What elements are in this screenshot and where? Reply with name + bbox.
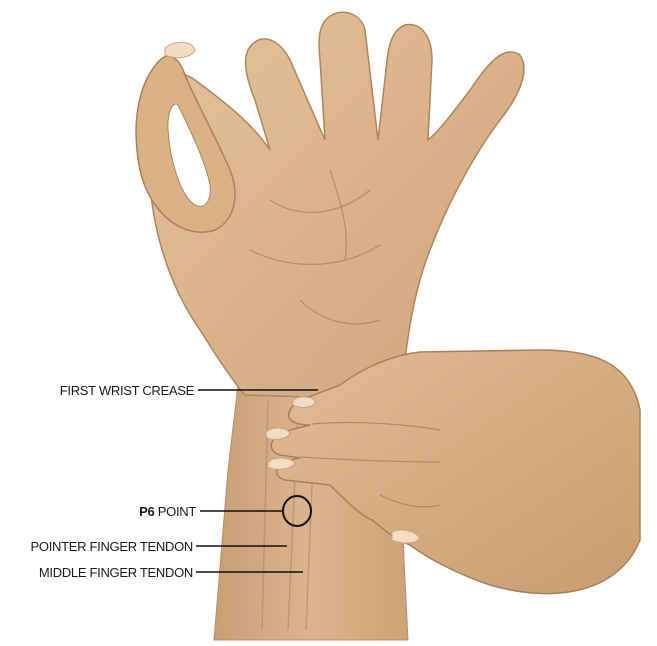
- label-pointer-finger-tendon: POINTER FINGER TENDON: [31, 539, 193, 554]
- label-middle-finger-tendon: MIDDLE FINGER TENDON: [39, 565, 193, 580]
- pressing-fingernail-1: [293, 397, 316, 408]
- fingernail: [165, 42, 195, 57]
- label-p6-point: P6 POINT: [139, 504, 196, 519]
- label-p6-prefix: P6: [139, 504, 154, 519]
- label-first-wrist-crease: FIRST WRIST CREASE: [60, 383, 195, 398]
- label-p6-suffix: POINT: [154, 504, 196, 519]
